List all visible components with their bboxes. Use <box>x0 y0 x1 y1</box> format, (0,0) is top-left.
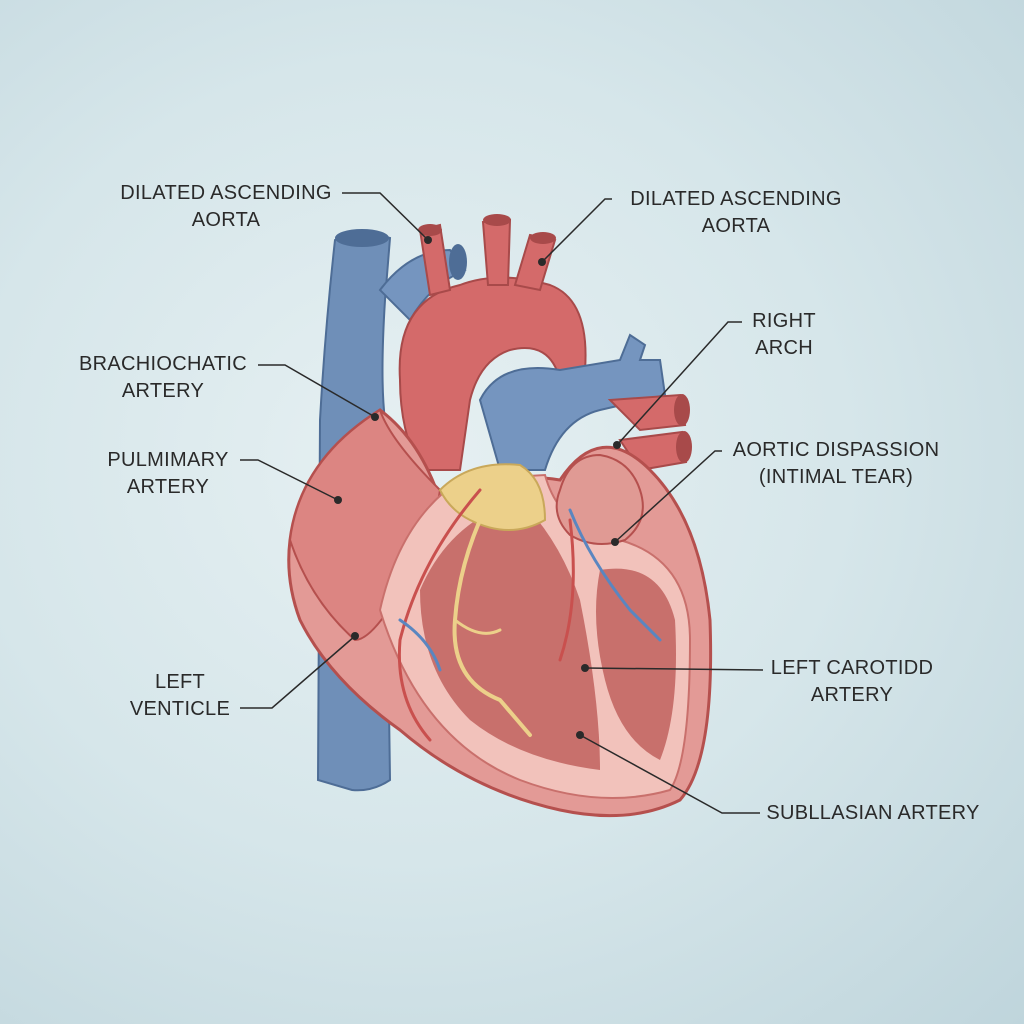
left-ventricle-cavity <box>596 568 676 760</box>
label-line: AORTIC DISPASSION <box>732 439 940 461</box>
leader-line <box>342 192 429 241</box>
label-dilated-ascending-aorta-right: DILATED ASCENDING AORTA <box>630 186 841 240</box>
label-line: PULMIMARY <box>107 449 229 471</box>
leader-line <box>584 667 764 671</box>
label-line: AORTA <box>701 215 771 237</box>
label-line: (INTIMAL TEAR) <box>758 466 914 488</box>
label-pulmimary-artery: PULMIMARY ARTERY <box>107 447 228 501</box>
pulmonary-trunk <box>478 333 667 471</box>
leader-dots <box>334 236 621 739</box>
label-line: LEFT CAROTIDD <box>770 657 934 679</box>
label-left-venticle: LEFT VENTICLE <box>130 669 230 723</box>
label-line: ARTERY <box>121 380 205 402</box>
label-line: RIGHT <box>752 310 816 332</box>
leader-lines <box>240 192 764 814</box>
leader-line <box>541 198 612 263</box>
leader-line <box>616 321 742 446</box>
label-left-carotidd-artery: LEFT CAROTIDD ARTERY <box>771 655 933 709</box>
label-brachiochatic-artery: BRACHIOCHATIC ARTERY <box>79 351 247 405</box>
leader-line <box>240 459 339 501</box>
label-line: LEFT <box>154 671 206 693</box>
label-line: DILATED ASCENDING <box>120 182 332 204</box>
label-aortic-dispassion: AORTIC DISPASSION (INTIMAL TEAR) <box>733 437 940 491</box>
label-line: VENTICLE <box>129 698 231 720</box>
label-dilated-ascending-aorta-left: DILATED ASCENDING AORTA <box>120 180 331 234</box>
label-line: ARCH <box>755 337 813 359</box>
leader-line <box>579 734 760 814</box>
label-line: SUBLLASIAN ARTERY <box>766 802 980 824</box>
label-line: BRACHIOCHATIC <box>79 353 247 375</box>
label-line: ARTERY <box>810 684 894 706</box>
label-right-arch: RIGHT ARCH <box>752 308 816 362</box>
label-line: AORTA <box>191 209 261 231</box>
label-line: DILATED ASCENDING <box>630 188 842 210</box>
aortic-arch <box>398 214 587 471</box>
label-subllasian-artery: SUBLLASIAN ARTERY <box>766 800 979 827</box>
coronary-vessels <box>397 478 662 742</box>
leader-line <box>240 635 356 709</box>
right-vessels <box>607 393 692 472</box>
label-line: ARTERY <box>126 476 210 498</box>
leader-line <box>614 450 722 543</box>
leader-line <box>258 364 376 418</box>
